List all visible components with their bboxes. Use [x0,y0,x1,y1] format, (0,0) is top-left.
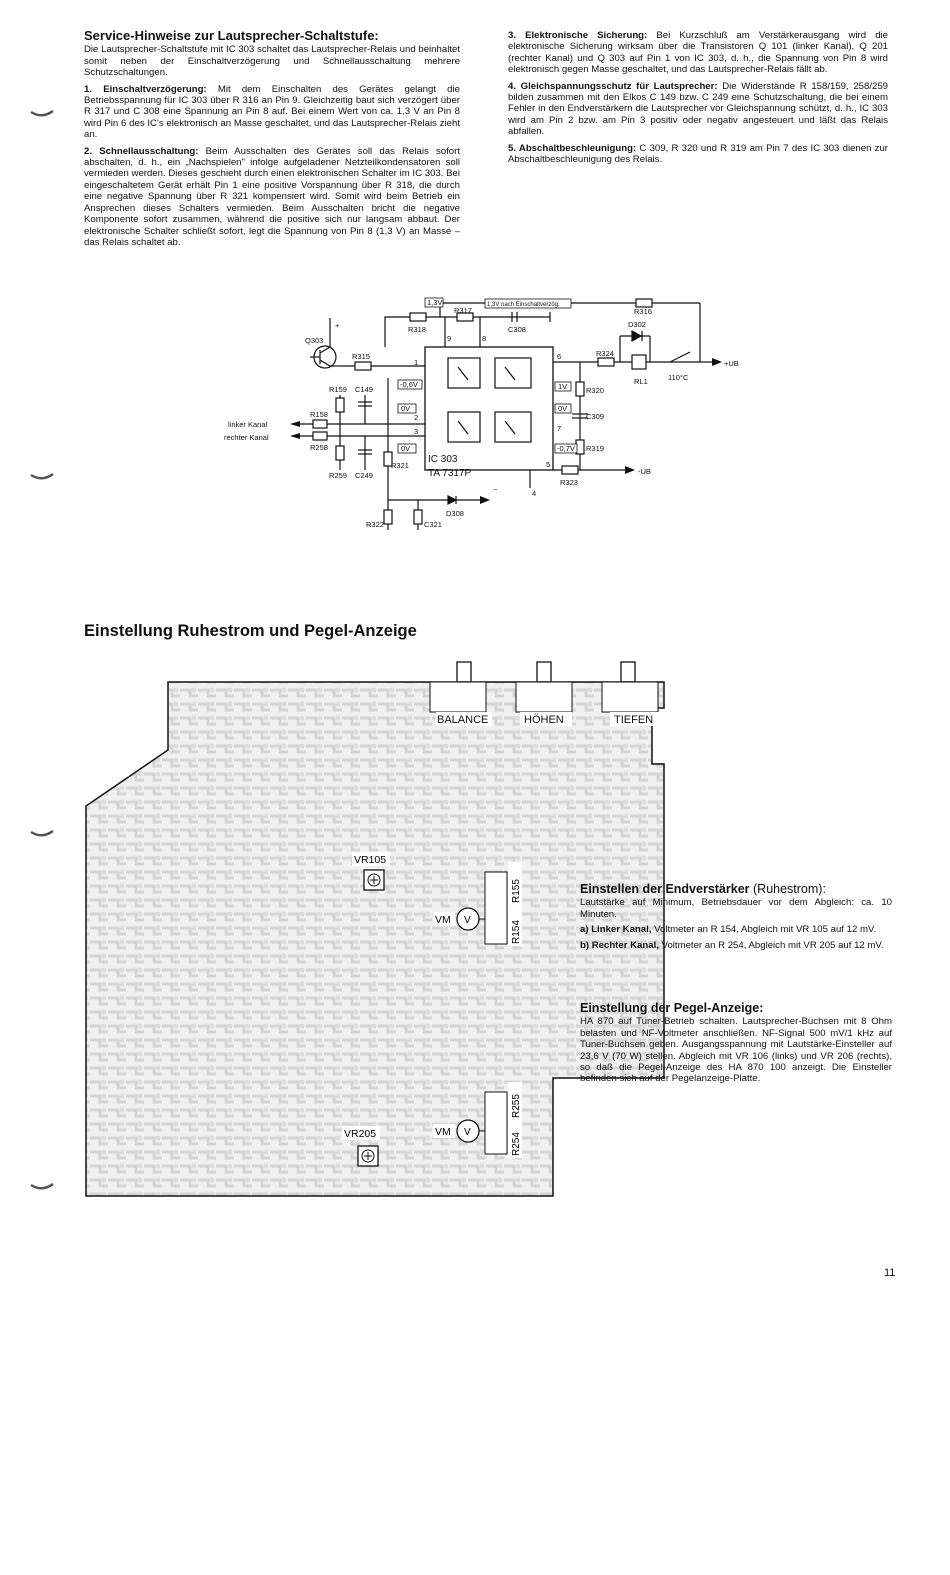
service-item-3: 3. Elektronische Sicherung: Bei Kurzschl… [508,30,889,76]
binder-mark [30,1183,54,1190]
service-item-5: 5. Abschaltbeschleunigung: C 309, R 320 … [508,142,888,166]
label-c308: C308 [508,325,526,334]
pin-9: 9 [447,334,451,343]
label-linker-kanal: linker Kanal [228,420,268,429]
label-r154: R154 [511,920,522,944]
binder-mark [30,473,54,480]
label-vm-1: VM [435,914,451,926]
pin-7: 7 [557,424,561,433]
pin-4: 4 [532,489,536,498]
label-r259: R259 [329,471,347,480]
label-r155: R155 [511,879,522,903]
label-r320: R320 [586,386,604,395]
binder-mark [30,830,54,837]
label-v13: 1,3V [427,298,442,307]
label-c309: C309 [586,412,604,421]
label-r317: R317 [454,306,472,315]
label-rechter-kanal: rechter Kanal [224,433,269,442]
label-r158: R158 [310,410,328,419]
label-tiefen: TIEFEN [614,714,653,726]
endverstaerker-block: Einstellen der Endverstärker (Ruhestrom)… [580,882,892,955]
endv-title: Einstellen der Endverstärker (Ruhestrom)… [580,882,826,896]
label-plus: + [335,321,340,330]
label-r322: R322 [366,520,384,529]
service-title: Service-Hinweise zur Lautsprecher-Schalt… [84,28,379,43]
pegel-block: Einstellung der Pegel-Anzeige: HA 870 au… [580,1001,892,1089]
section-title: Einstellung Ruhestrom und Pegel-Anzeige [84,622,417,640]
label-vr205: VR205 [344,1128,376,1140]
label-q303: Q303 [305,336,323,345]
service-intro: Die Lautsprecher-Schaltstufe mit IC 303 … [84,44,460,79]
binder-mark [30,110,54,117]
label-v1: 1V [558,382,567,391]
label-r258: R258 [310,443,328,452]
label-d308: D308 [446,509,464,518]
label-hoehen: HÖHEN [524,714,564,726]
label-v0b: 0V [401,444,410,453]
pegel-title: Einstellung der Pegel-Anzeige: [580,1001,764,1015]
service-item-2: 2. Schnellausschaltung: Beim Ausschalten… [84,145,461,248]
service-text-left: Service-Hinweise zur Lautsprecher-Schalt… [84,28,461,253]
label-vr105: VR105 [354,854,386,866]
pin-2: 2 [414,413,418,422]
endv-b: b) Rechter Kanal, Voltmeter an R 254, Ab… [580,939,884,951]
label-r324: R324 [596,349,614,358]
label-v0c: 0V [558,404,567,413]
service-item-4: 4. Gleichspannungsschutz für Lautspreche… [508,80,888,138]
label-vm07: -0,7V [557,444,575,453]
label-r323: R323 [560,478,578,487]
pegel-text: HA 870 auf Tuner-Betrieb schalten. Lauts… [580,1016,892,1085]
pin-5: 5 [546,460,550,469]
label-r319: R319 [586,444,604,453]
voltmeter-symbol-1: V [464,915,471,926]
endv-a: a) Linker Kanal, Voltmeter an R 154, Abg… [580,924,877,936]
label-vm06: -0,6V [400,380,418,389]
label-c249: C249 [355,471,373,480]
label-r316: R316 [634,307,652,316]
endv-intro: Lautstärke auf Minimum, Betriebsdauer vo… [580,897,892,920]
label-r255: R255 [511,1094,522,1118]
service-item-1: 1. Einschaltverzögerung: Mit dem Einscha… [84,83,460,141]
service-text-right: 3. Elektronische Sicherung: Bei Kurzschl… [508,30,888,170]
label-ub-pos: +UB [724,359,739,368]
page-number: 11 [884,1267,896,1279]
label-v13-delay: 1,3V nach Einschaltverzög. [487,302,560,308]
pin-3: 3 [414,427,418,436]
label-d308-arrow: ~ [493,485,498,494]
label-rl1: RL1 [634,377,648,386]
label-balance: BALANCE [437,714,488,726]
pin-1: 1 [414,358,418,367]
label-r315: R315 [352,352,370,361]
schematic-diagram: Q303 + R315 R159 C149 R158 R258 R259 C24… [224,297,739,530]
label-v0a: 0V [401,404,410,413]
label-r254: R254 [511,1132,522,1156]
label-ub-neg: -UB [638,467,651,476]
pin-6: 6 [557,352,561,361]
label-temp: 110°C [668,373,689,382]
label-c321: C321 [424,520,442,529]
voltmeter-symbol-2: V [464,1127,471,1138]
label-r321: R321 [391,461,409,470]
label-r159: R159 [329,385,347,394]
ic-type: TA 7317P [428,468,472,479]
pin-8: 8 [482,334,486,343]
label-c149: C149 [355,385,373,394]
ic-label: IC 303 [428,454,458,465]
label-vm-2: VM [435,1126,451,1138]
label-d302: D302 [628,320,646,329]
pcb-board: BALANCE HÖHEN TIEFEN VR105 VM V R154 R15… [85,661,665,1197]
label-r318: R318 [408,325,426,334]
